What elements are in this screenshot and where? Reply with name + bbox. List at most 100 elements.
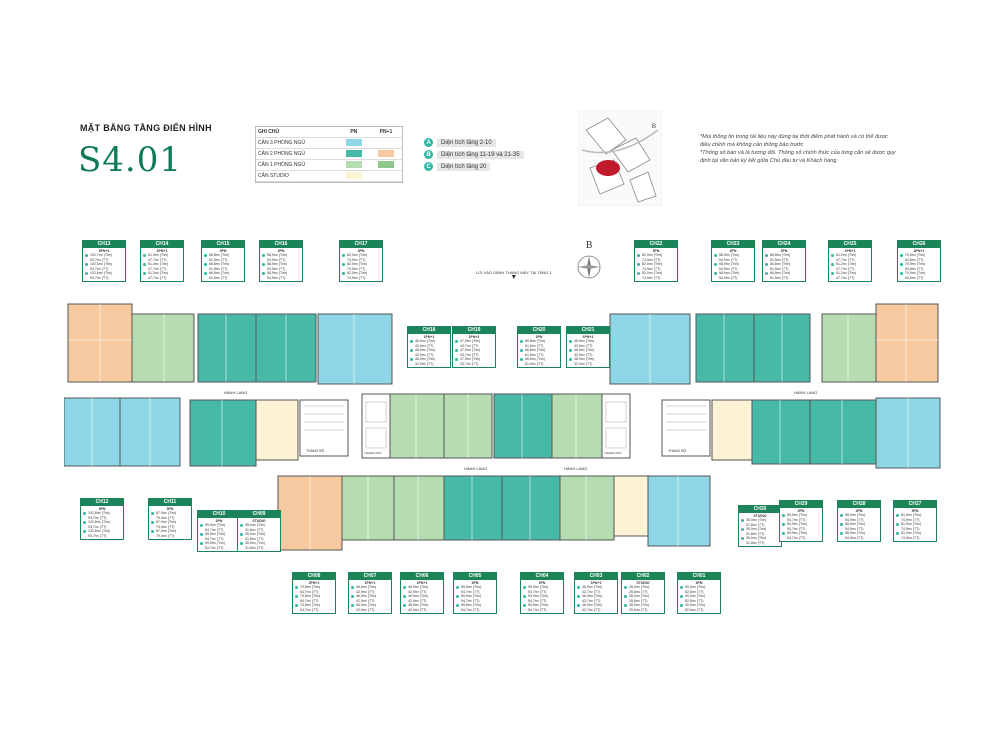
area-value: 47,7m² (TT)	[148, 266, 167, 271]
area-value: 35,0m² (Tim)	[245, 541, 265, 546]
area-value: 61,5m² (TT)	[209, 266, 228, 271]
area-letter-dot-icon	[577, 603, 580, 607]
unit-type: 1PN+1	[156, 249, 168, 253]
area-line: 54,9m² (TT)	[714, 267, 752, 272]
disclaimer-text: *Mọi thông tin trong tài liệu này đúng t…	[700, 133, 930, 165]
area-value: 54,9m² (TT)	[719, 257, 738, 262]
area-value: 66,8m² (Tim)	[770, 271, 790, 276]
area-letter-dot-icon	[714, 262, 717, 266]
area-line: 35,0m² (Tim)	[741, 527, 779, 532]
area-line: 58,9m² (Tim)	[262, 253, 300, 258]
area-line: 54,7m² (TT)	[200, 546, 238, 551]
legend-swatch	[345, 171, 362, 179]
area-value: 82,0m² (Tim)	[642, 271, 662, 276]
area-value: 102,8m² (Tim)	[88, 529, 110, 534]
area-value: 82,6m² (TT)	[685, 589, 704, 594]
area-line: 66,8m² (Tim)	[765, 262, 803, 267]
area-line: 54,7m² (TT)	[200, 537, 238, 542]
area-value: 54,7m² (TT)	[787, 517, 806, 522]
unit-ch14	[131, 313, 195, 383]
area-letter-badge: C	[424, 162, 433, 171]
area-value: 74,9m² (TT)	[642, 275, 661, 280]
area-line: 46,9m² (Tim)	[410, 357, 448, 362]
unit-code: CH04	[520, 572, 564, 580]
area-value: 46,9m² (Tim)	[582, 603, 602, 608]
area-value: 35,0m² (Tim)	[245, 532, 265, 537]
area-line: 51,3m² (Tim)	[143, 262, 181, 267]
highlight-marker	[596, 160, 620, 176]
area-value: 46,9m² (Tim)	[574, 357, 594, 362]
area-value: 35,0m² (Tim)	[746, 527, 766, 532]
area-value: 54,9m² (TT)	[267, 266, 286, 271]
area-line: 102,8m² (Tim)	[83, 511, 121, 516]
area-line: 61,5m² (TT)	[765, 267, 803, 272]
area-letter-dot-icon	[523, 585, 526, 589]
area-line: 54,9m² (TT)	[262, 258, 300, 263]
entrance-text: LỐI VÀO SẢNH THANG MÁY TẠI TẦNG 1	[476, 270, 552, 275]
area-letter-dot-icon	[351, 603, 354, 607]
area-line: 93,7m² (TT)	[85, 258, 123, 263]
area-value: 59,9m² (Tim)	[787, 513, 807, 518]
area-value: 74,9m² (TT)	[901, 535, 920, 540]
area-line: 66,8m² (Tim)	[204, 271, 242, 276]
area-line: 61,5m² (TT)	[765, 276, 803, 281]
area-value: 59,9m² (Tim)	[205, 523, 225, 528]
unit-code: CH03	[574, 572, 618, 580]
area-line: 61,5m² (TT)	[520, 362, 558, 367]
area-value: 58,9m² (Tim)	[719, 262, 739, 267]
area-line: 59,9m² (Tim)	[782, 531, 820, 536]
area-letter-dot-icon	[83, 529, 86, 533]
area-value: 74,9m² (TT)	[642, 266, 661, 271]
area-line: 46,9m² (Tim)	[351, 585, 389, 590]
area-line: 64,6m² (TT)	[900, 258, 938, 263]
area-line: 64,7m² (TT)	[295, 599, 333, 604]
area-letter-dot-icon	[410, 357, 413, 361]
area-letter-dot-icon	[83, 520, 86, 524]
area-letter-dot-icon	[295, 594, 298, 598]
unit-code: CH01	[677, 572, 721, 580]
area-line: 42,9m² (TT)	[351, 590, 389, 595]
area-value: 47,7m² (TT)	[836, 266, 855, 271]
area-value: 61,5m² (TT)	[525, 343, 544, 348]
area-value: 54,9m² (TT)	[845, 517, 864, 522]
area-value: 61,5m² (TT)	[770, 266, 789, 271]
area-line: 47,9m² (Tim)	[455, 357, 493, 362]
area-value: 70,9m² (Tim)	[905, 253, 925, 258]
area-value: 54,7m² (TT)	[205, 536, 224, 541]
legend-header: GHI CHÚ	[256, 127, 338, 138]
area-line: 31,8m² (TT)	[741, 541, 779, 546]
area-value: 54,7m² (TT)	[528, 607, 547, 612]
unit-ch20	[493, 393, 553, 459]
area-line: 82,0m² (Tim)	[637, 253, 675, 258]
unit-code: CH24	[762, 240, 806, 248]
area-value: 54,7m² (TT)	[461, 607, 480, 612]
area-line: 66,8m² (Tim)	[520, 357, 558, 362]
area-line: 87,0m² (Tim)	[151, 511, 189, 516]
area-letter-dot-icon	[900, 271, 903, 275]
area-line: 81,0m² (Tim)	[896, 531, 934, 536]
area-line: 93,7m² (TT)	[83, 525, 121, 530]
area-value: 42,9m² (TT)	[408, 589, 427, 594]
unit-code: CH23	[711, 240, 755, 248]
unit-code: CH06	[400, 572, 444, 580]
area-value: 59,9m² (Tim)	[528, 594, 548, 599]
area-value: 58,9m² (Tim)	[267, 271, 287, 276]
area-letter-dot-icon	[342, 262, 345, 266]
area-letter-dot-icon	[577, 594, 580, 598]
area-line: 31,8m² (TT)	[741, 532, 779, 537]
area-value: 42,9m² (TT)	[408, 598, 427, 603]
area-letter-dot-icon	[831, 271, 834, 275]
area-line: 74,9m² (TT)	[896, 536, 934, 541]
area-value: 61,5m² (TT)	[209, 257, 228, 262]
area-line: 58,9m² (Tim)	[840, 531, 878, 536]
area-value: 59,9m² (Tim)	[461, 585, 481, 590]
area-line: 25,6m² (TT)	[624, 608, 662, 613]
area-value: 31,8m² (TT)	[245, 527, 264, 532]
